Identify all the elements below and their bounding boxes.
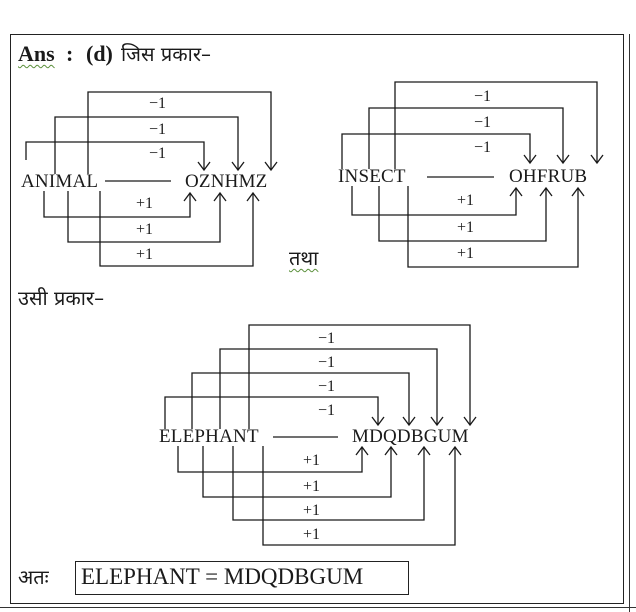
example-1-minus-line bbox=[25, 141, 205, 170]
example-2-plus-line bbox=[378, 186, 547, 242]
example-2-target: OHFRUB bbox=[509, 166, 588, 187]
example-2-minus-label: −1 bbox=[474, 114, 492, 131]
main-minus-line bbox=[248, 324, 471, 429]
main-minus-line bbox=[191, 372, 410, 429]
example-1-minus-label: −1 bbox=[149, 95, 167, 112]
example-1-connectors bbox=[25, 91, 278, 267]
example-1-plus-line bbox=[67, 191, 221, 243]
page-edge-right bbox=[629, 34, 630, 612]
connector-text: तथा bbox=[289, 246, 319, 270]
example-2-minus-label: −1 bbox=[474, 88, 492, 105]
example-1-minus-label: −1 bbox=[149, 121, 167, 138]
main-minus-line bbox=[219, 348, 438, 429]
main-target: MDQDBGUM bbox=[352, 426, 469, 447]
page-edge-bottom bbox=[0, 607, 636, 608]
example-2-plus-label: +1 bbox=[457, 245, 475, 262]
ans-colon: : bbox=[66, 41, 74, 66]
main-minus-label: −1 bbox=[318, 402, 336, 419]
example-1-minus-line bbox=[87, 91, 272, 174]
example-1-minus-line bbox=[54, 116, 239, 174]
example-1-plus-line bbox=[99, 191, 254, 267]
example-1-plus-label: +1 bbox=[136, 246, 154, 263]
example-2-source: INSECT bbox=[338, 166, 406, 187]
option-label: (d) bbox=[86, 41, 113, 66]
example-2-plus-line bbox=[407, 186, 579, 268]
main-plus-label: +1 bbox=[303, 478, 321, 495]
main-plus-line bbox=[202, 446, 392, 498]
main-plus-label: +1 bbox=[303, 502, 321, 519]
main-plus-line bbox=[262, 446, 456, 546]
answer-text: ELEPHANT = MDQDBGUM bbox=[81, 564, 364, 589]
example-2-plus-label: +1 bbox=[457, 192, 475, 209]
main-connectors bbox=[164, 324, 477, 546]
main-plus-label: +1 bbox=[303, 526, 321, 543]
main-minus-line bbox=[164, 396, 379, 429]
main-plus-line bbox=[177, 446, 363, 473]
main-minus-label: −1 bbox=[318, 378, 336, 395]
main-plus-line bbox=[232, 446, 425, 521]
example-2-plus-line bbox=[351, 186, 517, 216]
example-1-plus-label: +1 bbox=[136, 195, 154, 212]
main-minus-label: −1 bbox=[318, 354, 336, 371]
main-plus-label: +1 bbox=[303, 452, 321, 469]
example-2-minus-line bbox=[341, 133, 531, 169]
example-2-minus-label: −1 bbox=[474, 139, 492, 156]
example-2-minus-line bbox=[368, 107, 564, 169]
ans-label: Ans bbox=[18, 41, 55, 66]
example-1-plus-line bbox=[43, 191, 191, 218]
example-2-connectors bbox=[341, 81, 604, 268]
example-1-minus-label: −1 bbox=[149, 145, 167, 162]
answer-frame bbox=[10, 34, 624, 604]
similarly-text: उसी प्रकार– bbox=[18, 286, 105, 310]
intro-text: जिस प्रकार– bbox=[121, 42, 211, 66]
example-2-plus-label: +1 bbox=[457, 219, 475, 236]
main-minus-label: −1 bbox=[318, 330, 336, 347]
example-2-minus-line bbox=[394, 81, 598, 169]
example-1-target: OZNHMZ bbox=[185, 171, 268, 192]
example-1-plus-label: +1 bbox=[136, 221, 154, 238]
answer-box bbox=[75, 561, 409, 595]
conclusion-prefix: अतः bbox=[18, 565, 49, 589]
example-1-source: ANIMAL bbox=[21, 171, 99, 192]
main-source: ELEPHANT bbox=[159, 426, 259, 447]
